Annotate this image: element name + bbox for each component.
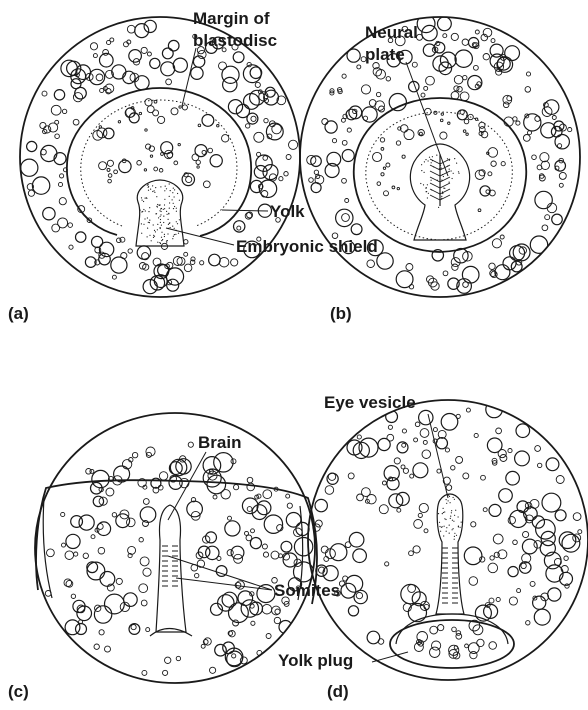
panel-a: Margin of blastodisc Yolk Embryonic shie… (8, 9, 378, 323)
panel-letter: (b) (330, 304, 352, 323)
margin-label-line1: Margin of (193, 9, 270, 28)
margin-leader (182, 48, 196, 106)
neural-plate (410, 144, 469, 240)
neural-label-line1: Neural (365, 23, 418, 42)
brain-label: Brain (198, 433, 241, 452)
yolk-leader (222, 210, 268, 211)
neural-label-line2: plate (365, 45, 405, 64)
somites-leader-1 (168, 556, 272, 590)
yolk-plug-leader (372, 652, 408, 662)
shield-leader (166, 228, 234, 245)
shield-label: Embryonic shield (236, 237, 378, 256)
blastodisc-margin (67, 88, 251, 236)
yolk-granules (45, 442, 313, 675)
panel-b: Neural plate (b) (300, 15, 580, 323)
margin-label-line2: blastodisc (193, 31, 277, 50)
embryonic-shield (136, 180, 184, 246)
embryo-body (150, 505, 192, 636)
somites-leader-2 (176, 578, 272, 590)
eye-vesicle-leader (428, 414, 448, 498)
somites-label: Somites (274, 581, 340, 600)
eye-vesicle-label: Eye vesicle (324, 393, 416, 412)
panel-letter: (d) (327, 682, 349, 701)
panel-d: Eye vesicle Yolk plug (d) (278, 393, 588, 701)
embryo-body (436, 494, 464, 614)
inner-granules (93, 99, 229, 188)
egg-outline (35, 413, 315, 683)
panel-letter: (c) (8, 682, 29, 701)
yolk-plug (390, 614, 514, 668)
yolk-label: Yolk (270, 202, 305, 221)
yolk-plug-label: Yolk plug (278, 651, 353, 670)
panel-letter: (a) (8, 304, 29, 323)
